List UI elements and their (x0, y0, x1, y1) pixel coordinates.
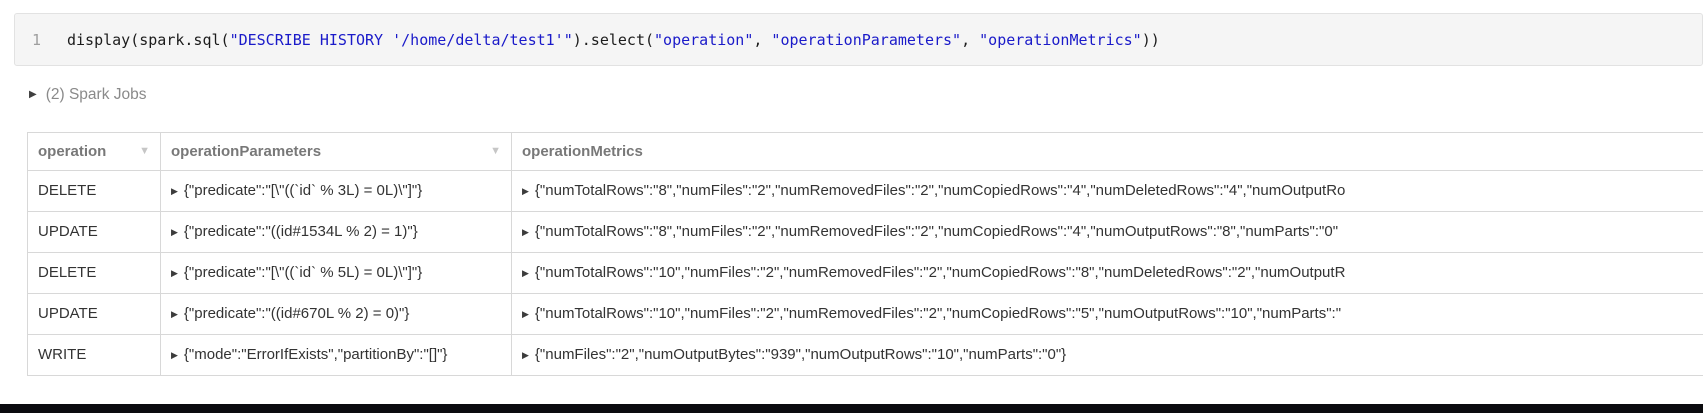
sort-dropdown-icon[interactable]: ▼ (490, 145, 501, 157)
expand-json-icon[interactable]: ▶ (171, 227, 178, 237)
sort-dropdown-icon[interactable]: ▼ (139, 145, 150, 157)
spark-jobs-toggle[interactable]: ▶ (2) Spark Jobs (29, 86, 147, 104)
expand-json-icon[interactable]: ▶ (522, 268, 529, 278)
table-header-row: operation ▼ operationParameters ▼ operat… (27, 132, 1703, 171)
code-token: display(spark.sql( (67, 30, 230, 49)
operation-parameters-cell: ▶ {"predicate":"[\"((`id` % 3L) = 0L)\"]"… (160, 170, 512, 212)
results-table: operation ▼ operationParameters ▼ operat… (27, 132, 1703, 376)
code-token-string: "operationParameters" (771, 30, 962, 49)
code-token: ).select( (572, 30, 655, 49)
notebook-code-cell[interactable]: 1 display(spark.sql("DESCRIBE HISTORY '/… (14, 13, 1703, 66)
window-bottom-edge (0, 404, 1703, 413)
column-header-operationMetrics[interactable]: operationMetrics (511, 132, 1703, 171)
code-token: , (961, 30, 980, 49)
json-value: {"predicate":"((id#670L % 2) = 0)"} (183, 305, 410, 322)
json-value: {"predicate":"((id#1534L % 2) = 1)"} (183, 223, 418, 240)
expand-json-icon[interactable]: ▶ (522, 227, 529, 237)
code-token: , (753, 30, 772, 49)
operation-cell: UPDATE (27, 211, 161, 253)
code-token-string: "operation" (654, 30, 754, 49)
json-value: {"predicate":"[\"((`id` % 3L) = 0L)\"]"} (183, 182, 423, 199)
column-header-operation[interactable]: operation ▼ (27, 132, 161, 171)
expand-json-icon[interactable]: ▶ (171, 268, 178, 278)
operation-metrics-cell: ▶ {"numFiles":"2","numOutputBytes":"939",… (511, 334, 1703, 376)
operation-parameters-cell: ▶ {"predicate":"[\"((`id` % 5L) = 0L)\"]"… (160, 252, 512, 294)
json-value: {"numTotalRows":"10","numFiles":"2","num… (534, 305, 1342, 322)
expand-json-icon[interactable]: ▶ (522, 309, 529, 319)
json-value: {"numTotalRows":"10","numFiles":"2","num… (534, 264, 1346, 281)
code-token-string: "DESCRIBE HISTORY '/home/delta/test1'" (229, 30, 573, 49)
operation-cell: UPDATE (27, 293, 161, 335)
column-label: operationMetrics (522, 143, 643, 160)
column-label: operation (38, 143, 107, 160)
operation-metrics-cell: ▶ {"numTotalRows":"8","numFiles":"2","num… (511, 211, 1703, 253)
json-value: {"numTotalRows":"8","numFiles":"2","numR… (534, 182, 1346, 199)
expand-json-icon[interactable]: ▶ (171, 350, 178, 360)
expand-json-icon[interactable]: ▶ (171, 186, 178, 196)
expand-json-icon[interactable]: ▶ (522, 186, 529, 196)
table-row: DELETE ▶ {"predicate":"[\"((`id` % 5L) = … (27, 252, 1703, 294)
table-row: UPDATE ▶ {"predicate":"((id#1534L % 2) = … (27, 211, 1703, 253)
table-row: WRITE ▶ {"mode":"ErrorIfExists","partitio… (27, 334, 1703, 376)
operation-parameters-cell: ▶ {"mode":"ErrorIfExists","partitionBy":"… (160, 334, 512, 376)
expand-json-icon[interactable]: ▶ (171, 309, 178, 319)
results-table-container: operation ▼ operationParameters ▼ operat… (27, 132, 1703, 376)
spark-jobs-label: (2) Spark Jobs (45, 86, 147, 103)
column-header-operationParameters[interactable]: operationParameters ▼ (160, 132, 512, 171)
line-number: 1 (32, 30, 42, 49)
expand-json-icon[interactable]: ▶ (522, 350, 529, 360)
operation-metrics-cell: ▶ {"numTotalRows":"10","numFiles":"2","nu… (511, 293, 1703, 335)
operation-parameters-cell: ▶ {"predicate":"((id#1534L % 2) = 1)"} (160, 211, 512, 253)
code-token-string: "operationMetrics" (979, 30, 1142, 49)
collapsed-triangle-icon: ▶ (29, 89, 37, 100)
operation-cell: WRITE (27, 334, 161, 376)
json-value: {"mode":"ErrorIfExists","partitionBy":"[… (183, 346, 448, 363)
code-token: )) (1141, 30, 1160, 49)
operation-cell: DELETE (27, 170, 161, 212)
operation-cell: DELETE (27, 252, 161, 294)
column-label: operationParameters (171, 143, 322, 160)
operation-parameters-cell: ▶ {"predicate":"((id#670L % 2) = 0)"} (160, 293, 512, 335)
json-value: {"numTotalRows":"8","numFiles":"2","numR… (534, 223, 1339, 240)
table-row: DELETE ▶ {"predicate":"[\"((`id` % 3L) = … (27, 170, 1703, 212)
operation-metrics-cell: ▶ {"numTotalRows":"10","numFiles":"2","nu… (511, 252, 1703, 294)
json-value: {"predicate":"[\"((`id` % 5L) = 0L)\"]"} (183, 264, 423, 281)
json-value: {"numFiles":"2","numOutputBytes":"939","… (534, 346, 1067, 363)
code-line[interactable]: display(spark.sql("DESCRIBE HISTORY '/ho… (67, 31, 1160, 49)
operation-metrics-cell: ▶ {"numTotalRows":"8","numFiles":"2","num… (511, 170, 1703, 212)
table-row: UPDATE ▶ {"predicate":"((id#670L % 2) = 0… (27, 293, 1703, 335)
